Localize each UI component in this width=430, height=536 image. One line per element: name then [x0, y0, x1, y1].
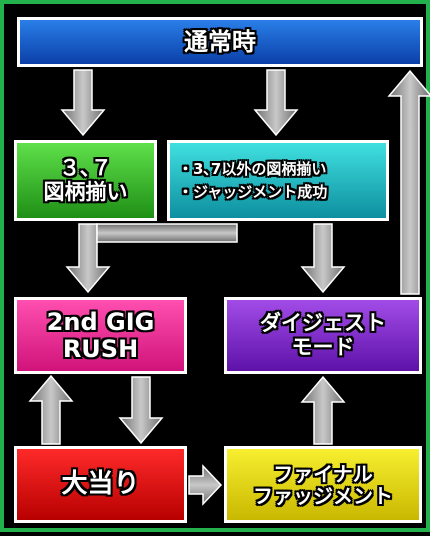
node-digest-line1: ダイジェスト — [260, 311, 386, 336]
node-final-line2: ファッジメント — [253, 483, 393, 508]
node-normal: 通常時 — [17, 17, 423, 67]
node-conditions: ・3､7以外の図柄揃い ・ジャッジメント成功 — [167, 140, 389, 221]
arrow-normal-to-conditions — [253, 69, 299, 137]
node-normal-label: 通常時 — [184, 27, 256, 56]
arrow-hit-to-rush — [28, 374, 74, 445]
node-conditions-line2: ・ジャッジメント成功 — [178, 182, 328, 201]
arrows-layer — [28, 69, 430, 506]
node-rush-line1: 2nd GIG — [46, 308, 155, 337]
arrow-conditions-to-digest — [300, 223, 346, 294]
arrow-final-to-digest — [300, 375, 346, 445]
node-final-line1: ファイナル — [273, 461, 373, 486]
node-conditions-line1: ・3､7以外の図柄揃い — [178, 160, 327, 178]
node-digest-line2: モード — [291, 334, 355, 359]
node-rush: 2nd GIG RUSH — [14, 297, 187, 374]
node-big-hit: 大当り — [14, 446, 187, 523]
node-37-line2: 図柄揃い — [43, 179, 128, 204]
node-digest-mode: ダイジェスト モード — [224, 297, 422, 374]
node-37-line1: ３､７ — [59, 156, 112, 181]
node-rush-line2: RUSH — [62, 334, 139, 363]
arrow-digest-to-normal — [387, 69, 430, 295]
arrow-normal-to-37 — [60, 69, 106, 137]
node-37-match: ３､７ 図柄揃い — [14, 140, 157, 221]
arrow-hit-to-final — [188, 464, 223, 506]
arrow-rush-to-hit — [118, 376, 164, 445]
node-final-judgment: ファイナル ファッジメント — [224, 446, 422, 523]
node-hit-label: 大当り — [61, 469, 140, 500]
arrow-conditions-merge — [96, 223, 238, 243]
